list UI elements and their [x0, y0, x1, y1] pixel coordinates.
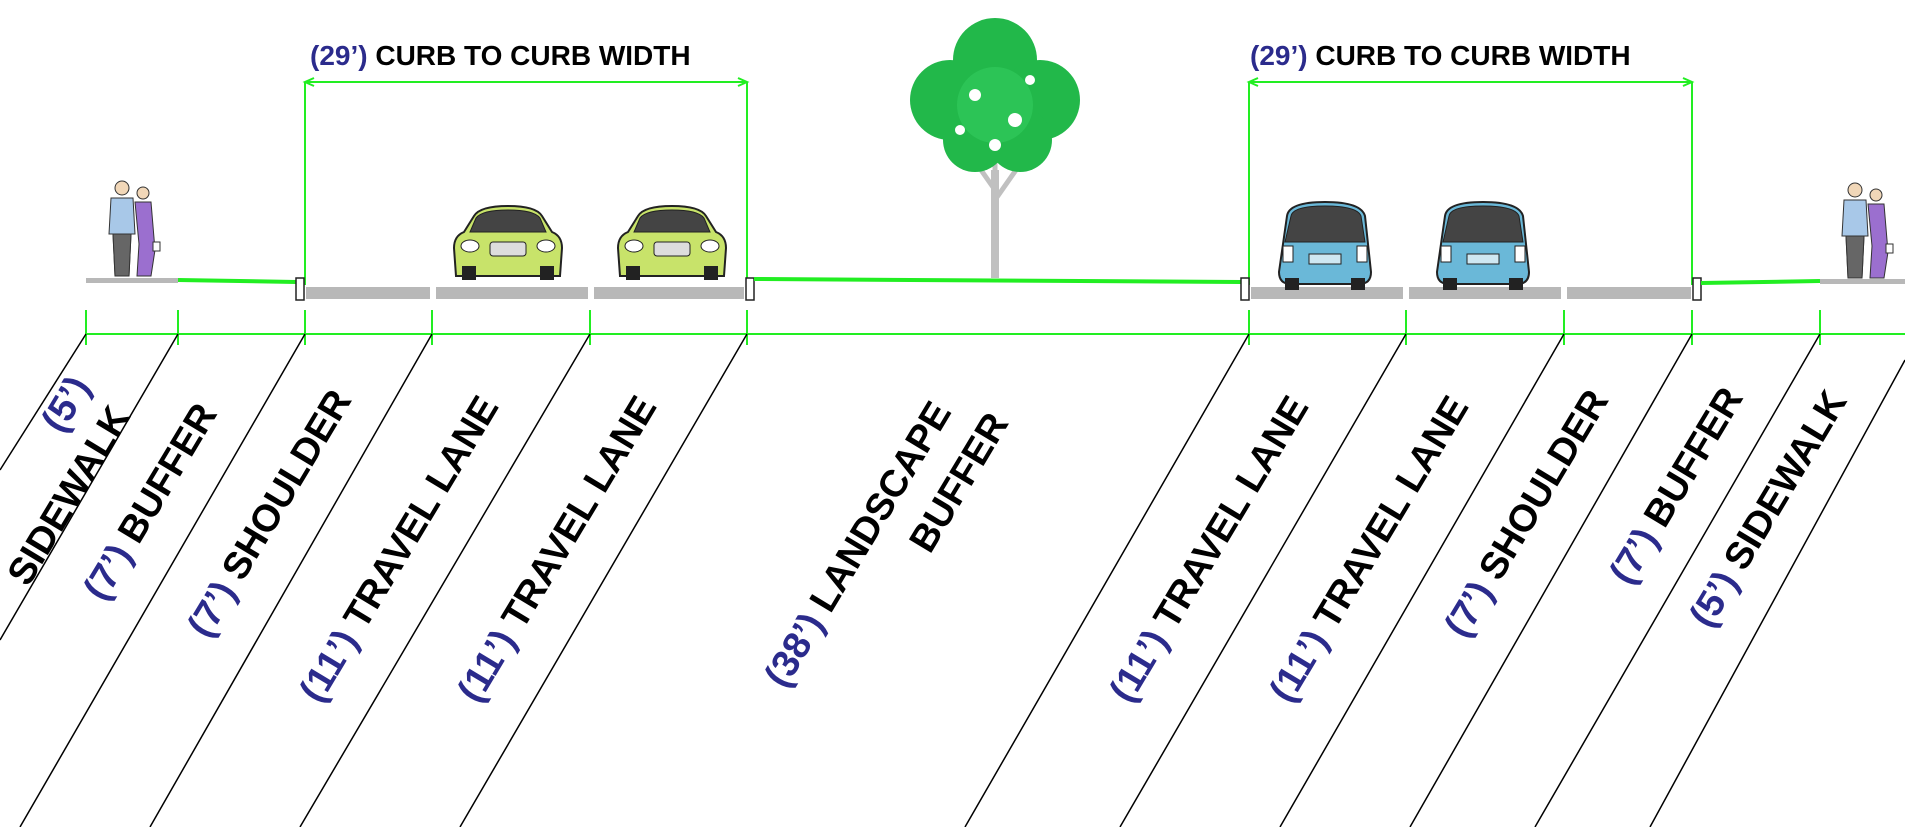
segment-dim-text: (7’) [1602, 521, 1667, 591]
pavement-lane-2 [594, 287, 744, 299]
segment-dim-text: (7’) [1437, 574, 1502, 644]
landscape-buffer-line [753, 277, 1242, 284]
segment-label-text: BUFFER [1636, 380, 1751, 534]
segment-dimension-line [85, 310, 1905, 345]
segment-dim-text: (38’) [757, 606, 833, 695]
minivan-icon [1435, 200, 1531, 290]
curb-right-inner [1240, 277, 1250, 301]
segment-dim-text: (7’) [180, 574, 245, 644]
ground-profile [86, 277, 1905, 301]
buffer-left-line [177, 278, 297, 284]
sidewalk-right [1820, 279, 1905, 284]
sidewalk-left [86, 278, 178, 283]
curb-left-outer [295, 277, 305, 301]
minivan-icon [1277, 200, 1373, 290]
curb-width-dim: (29’) [1250, 40, 1308, 71]
pavement-lane-3 [1251, 287, 1403, 299]
buffer-right-line [1700, 279, 1821, 285]
segment-dim-text: (5’) [1682, 564, 1747, 634]
segment-dim-text: (11’) [450, 623, 525, 710]
pavement-shoulder-left [306, 287, 430, 299]
segment-label-text: TRAVEL LANE [1146, 389, 1317, 636]
curb-width-label: CURB TO CURB WIDTH [375, 40, 690, 71]
pavement-lane-1 [436, 287, 588, 299]
curb-width-label: CURB TO CURB WIDTH [1315, 40, 1630, 71]
tree-icon [910, 18, 1080, 278]
leader-lines [0, 333, 1905, 827]
curb-right-outer [1692, 277, 1702, 301]
curb-width-bracket-right [1246, 77, 1695, 285]
segment-dim-text: (11’) [292, 623, 367, 710]
segment-dim-text: (7’) [76, 537, 141, 607]
segment-label-text: TRAVEL LANE [336, 389, 507, 636]
segment-label-text: SHOULDER [1471, 383, 1617, 587]
pedestrian-couple-icon [108, 180, 161, 277]
curb-width-bracket-left [302, 77, 750, 285]
pavement-shoulder-right [1567, 287, 1691, 299]
sedan-car-icon [616, 204, 728, 280]
segment-label-text: TRAVEL LANE [494, 389, 665, 636]
segment-dim-text: (11’) [1102, 623, 1177, 710]
curb-width-title-left: (29’) CURB TO CURB WIDTH [310, 40, 691, 71]
sedan-car-icon [452, 204, 564, 280]
segment-label-text: SHOULDER [214, 383, 360, 587]
pavement-lane-4 [1409, 287, 1561, 299]
curb-width-dim: (29’) [310, 40, 368, 71]
pedestrian-couple-icon [1841, 182, 1894, 279]
curb-left-inner [745, 277, 755, 301]
curb-width-title-right: (29’) CURB TO CURB WIDTH [1250, 40, 1631, 71]
segment-dim-text: (11’) [1262, 623, 1337, 710]
